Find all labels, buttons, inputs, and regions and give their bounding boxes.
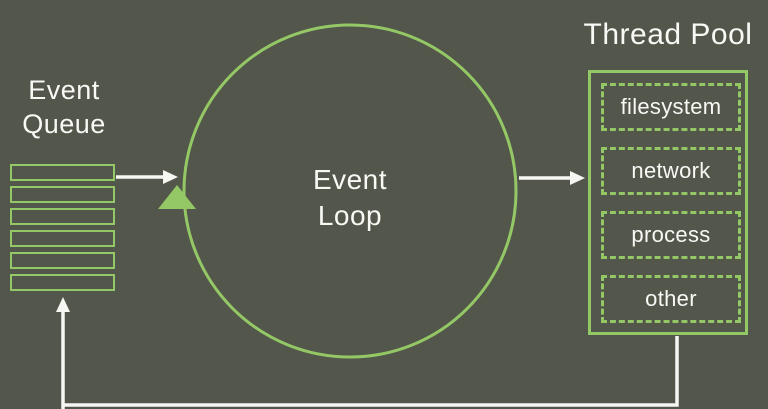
- queue-to-loop-arrow: [116, 170, 178, 184]
- pool-to-queue-feedback-arrow: [56, 297, 679, 409]
- pool-to-queue-feedback-line: [61, 310, 679, 409]
- pool-to-queue-arrowhead-icon: [56, 297, 70, 312]
- event-loop-label: Event Loop: [312, 164, 388, 232]
- thread-pool-task-process: process: [601, 211, 741, 259]
- event-loop-circle: [182, 23, 518, 359]
- thread-pool-task-filesystem: filesystem: [601, 83, 741, 131]
- thread-pool: filesystem network process other: [588, 70, 748, 335]
- loop-to-pool-arrow: [519, 171, 585, 185]
- queue-slot: [10, 164, 115, 181]
- queue-slot: [10, 208, 115, 225]
- queue-slot: [10, 230, 115, 247]
- event-queue-label: Event Queue: [22, 75, 106, 139]
- queue-to-loop-arrowhead-icon: [163, 170, 178, 184]
- thread-pool-task-other: other: [601, 275, 741, 323]
- queue-slot: [10, 274, 115, 291]
- task-label: process: [631, 222, 711, 247]
- loop-to-pool-arrowhead-icon: [570, 171, 585, 185]
- task-label: filesystem: [620, 94, 722, 119]
- task-label: other: [645, 286, 697, 311]
- thread-pool-title: Thread Pool: [583, 18, 753, 51]
- loop-direction-triangle-icon: [158, 185, 196, 209]
- queue-slot: [10, 252, 115, 269]
- thread-pool-task-network: network: [601, 147, 741, 195]
- event-queue: [10, 164, 115, 291]
- task-label: network: [631, 158, 711, 183]
- queue-slot: [10, 186, 115, 203]
